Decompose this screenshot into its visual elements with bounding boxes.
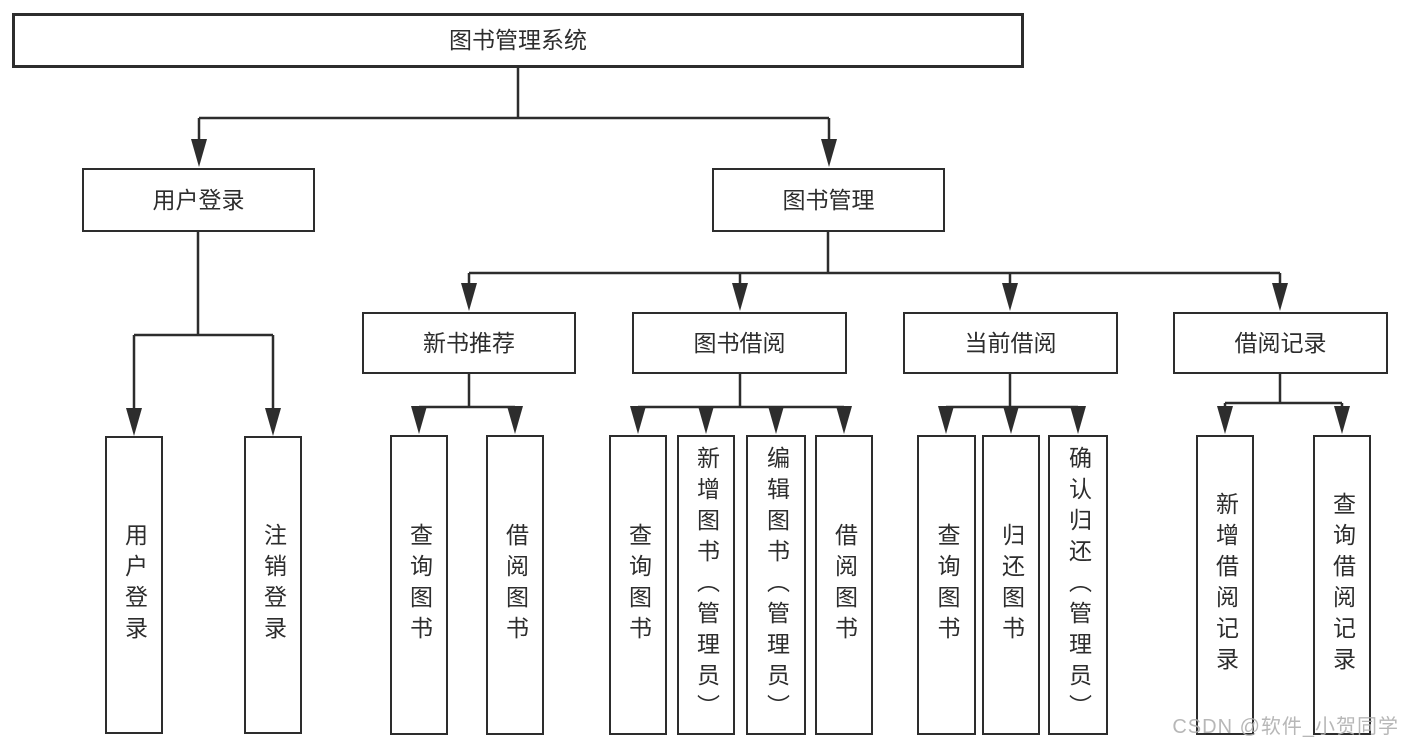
node-current-borrow: 当前借阅 [903,312,1118,374]
leaf-current-query-books: 查询图书 [917,435,976,735]
leaf-current-confirm-return-admin: 确认归还（管理员） [1048,435,1108,735]
leaf-current-return-books: 归还图书 [982,435,1040,735]
node-book-management: 图书管理 [712,168,945,232]
node-new-book-recommend: 新书推荐 [362,312,576,374]
node-borrow-records: 借阅记录 [1173,312,1388,374]
leaf-label: 确认归还（管理员） [1065,445,1092,725]
leaf-label: 查询图书 [625,523,652,647]
leaf-recommend-query-books: 查询图书 [390,435,448,735]
leaf-label: 新增借阅记录 [1212,492,1239,678]
leaf-label: 归还图书 [998,523,1025,647]
leaf-recommend-borrow-books: 借阅图书 [486,435,544,735]
leaf-label: 查询图书 [934,523,960,647]
node-user-login: 用户登录 [82,168,315,232]
leaf-label: 查询图书 [406,523,433,647]
leaf-label: 借阅图书 [502,523,529,647]
node-root-system: 图书管理系统 [12,13,1024,68]
node-book-borrow: 图书借阅 [632,312,847,374]
leaf-label: 查询借阅记录 [1329,492,1356,678]
leaf-record-add-borrow-record: 新增借阅记录 [1196,435,1254,735]
leaf-label: 新增图书（管理员） [693,445,720,725]
leaf-record-query-borrow-record: 查询借阅记录 [1313,435,1371,735]
leaf-label: 借阅图书 [831,523,858,647]
arrowheads [126,139,1350,436]
leaf-logout: 注销登录 [244,436,302,734]
leaf-label: 注销登录 [260,523,287,647]
leaf-borrow-query-books: 查询图书 [609,435,667,735]
leaf-borrow-add-books-admin: 新增图书（管理员） [677,435,735,735]
leaf-label: 编辑图书（管理员） [763,445,790,725]
leaf-user-login: 用户登录 [105,436,163,734]
leaf-borrow-borrow-books: 借阅图书 [815,435,873,735]
leaf-borrow-edit-books-admin: 编辑图书（管理员） [746,435,806,735]
watermark: CSDN @软件_小贺同学 [1172,716,1399,738]
leaf-label: 用户登录 [121,523,148,647]
